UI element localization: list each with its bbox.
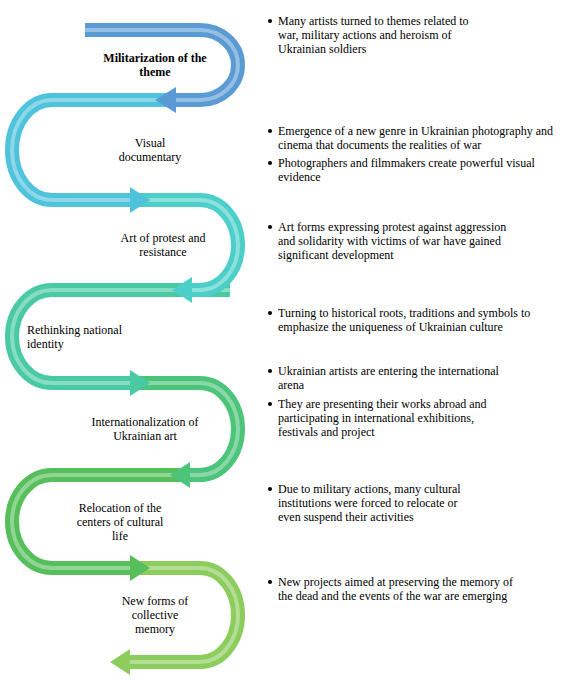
start-arc-arrowhead: [155, 87, 176, 113]
arrowhead: [172, 277, 192, 303]
bullet-text: Art forms expressing protest against agg…: [278, 220, 523, 262]
flow-arc-band: [12, 475, 205, 568]
bullet-text: They are presenting their works abroad a…: [278, 397, 508, 439]
flow-arc-highlight: [115, 200, 238, 290]
arrowhead: [110, 649, 130, 675]
bullet-text: Ukrainian artists are entering the inter…: [278, 364, 518, 392]
flow-arc: [115, 200, 238, 303]
arrowhead: [130, 187, 150, 213]
theme-label: Rethinking national identity: [27, 323, 137, 351]
start-arc: [85, 30, 238, 113]
theme-node: Internationalization of Ukrainian art: [15, 383, 235, 475]
theme-node: Visual documentary: [15, 100, 235, 200]
bullet-text: Due to military actions, many cultural i…: [278, 482, 478, 524]
start-arc-highlight: [85, 30, 238, 100]
theme-label: New forms of collective memory: [115, 594, 195, 636]
bullet-dot: [268, 129, 272, 133]
flow-arc-band: [95, 568, 238, 662]
theme-label: Internationalization of Ukrainian art: [80, 415, 210, 443]
flow-arc: [12, 475, 205, 581]
bullet-dot: [268, 580, 272, 584]
flow-arc: [95, 568, 238, 675]
theme-label: Visual documentary: [110, 136, 190, 164]
bullet-dot: [268, 369, 272, 373]
flow-arc: [12, 290, 230, 396]
theme-node: Relocation of the centers of cultural li…: [15, 475, 235, 568]
theme-node: Rethinking national identity: [15, 290, 235, 383]
bullet-dot: [268, 402, 272, 406]
flow-arc: [12, 100, 195, 213]
flow-arc-highlight: [12, 100, 195, 200]
bullet-text: New projects aimed at preserving the mem…: [278, 575, 513, 603]
bullet-text: Photographers and filmmakers create powe…: [278, 156, 558, 184]
flow-arc-band: [12, 290, 230, 383]
flow-arc-band: [12, 100, 195, 200]
flow-arc-highlight: [12, 290, 230, 383]
bullet-dot: [268, 311, 272, 315]
flow-arc-highlight: [95, 568, 238, 662]
arrowhead: [170, 462, 190, 488]
start-arc-band: [85, 30, 238, 100]
theme-label: Art of protest and resistance: [117, 231, 209, 259]
theme-node: Militarization of the theme: [15, 30, 235, 100]
theme-node: Art of protest and resistance: [15, 200, 235, 290]
flow-arc-highlight: [12, 475, 205, 568]
bullet-text: Emergence of a new genre in Ukrainian ph…: [278, 124, 566, 152]
bullet-dot: [268, 487, 272, 491]
arrowhead: [130, 555, 150, 581]
theme-node: New forms of collective memory: [15, 568, 235, 662]
flow-arc-band: [115, 200, 238, 290]
bullet-dot: [268, 225, 272, 229]
theme-label: Militarization of the theme: [103, 51, 208, 79]
bullet-dot: [268, 161, 272, 165]
bullet-dot: [268, 19, 272, 23]
bullet-text: Turning to historical roots, traditions …: [278, 306, 564, 334]
theme-label: Relocation of the centers of cultural li…: [75, 501, 165, 543]
arrowhead: [130, 370, 150, 396]
bullet-text: Many artists turned to themes related to…: [278, 14, 478, 56]
